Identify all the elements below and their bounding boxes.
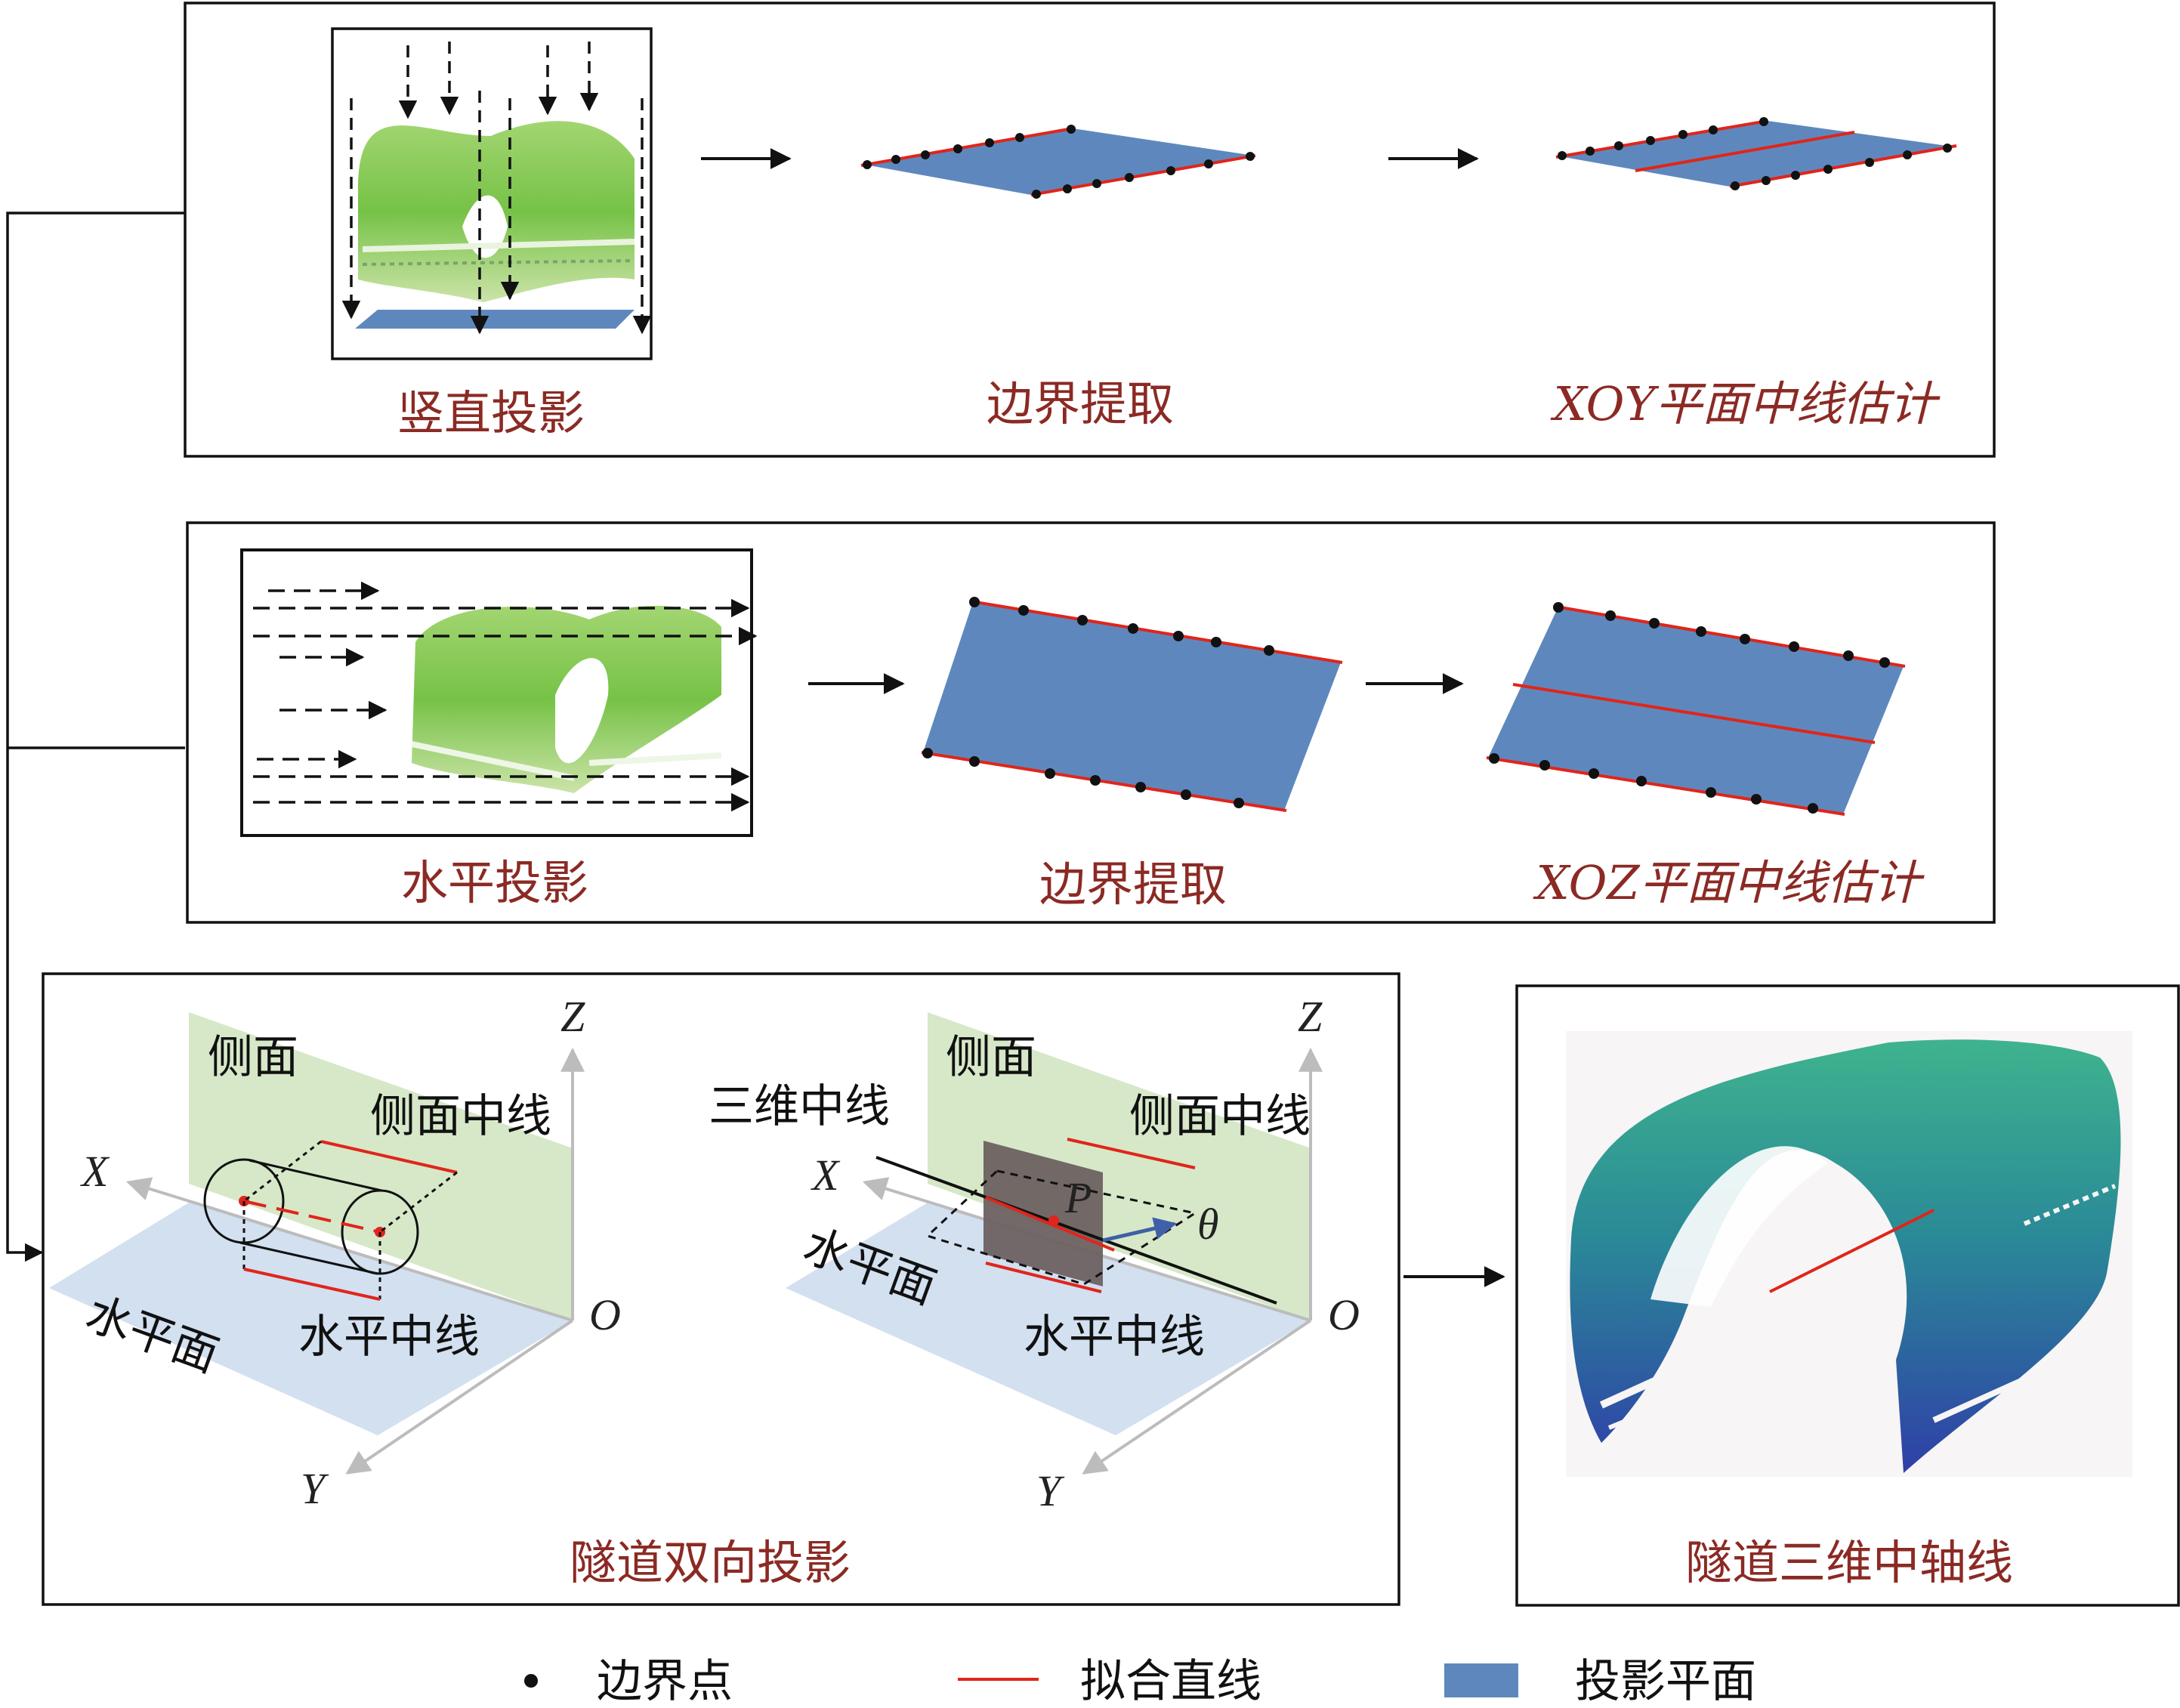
caption-xoy-centerline: XOY平面中线估计 xyxy=(1551,376,1941,431)
tunnel-cylinder xyxy=(203,1158,419,1275)
side-centerline-label: 侧面中线 xyxy=(370,1090,551,1143)
caption-tunnel-axis: 隧道三维中轴线 xyxy=(1685,1535,2013,1590)
theta-arrow xyxy=(1102,1217,1177,1243)
three-d-centerline xyxy=(875,1156,1277,1305)
caption-dual-projection: 隧道双向投影 xyxy=(570,1535,851,1590)
row1-vertical-projection: 竖直投影 边界提取 xyxy=(184,2,1996,458)
point-p-label: P xyxy=(1064,1173,1092,1222)
section-square xyxy=(983,1141,1103,1286)
origin-label: O xyxy=(1328,1290,1360,1339)
xoz-centerline-estimate xyxy=(1486,602,1906,816)
caption-boundary-extraction-1: 边界提取 xyxy=(987,376,1174,431)
axis-z-label: Z xyxy=(1298,992,1323,1041)
row3-dual-projection: Z X Y O 侧面 侧面中线 水平面 水平中线 xyxy=(42,972,1505,1606)
caption-vertical-projection: 竖直投影 xyxy=(397,385,585,440)
caption-xoz-centerline: XOZ平面中线估计 xyxy=(1533,855,1925,910)
xoy-centerline-estimate xyxy=(1555,117,1957,190)
axis-z-label: Z xyxy=(560,992,585,1041)
row2-horizontal-projection: 水平投影 边界提取 xyxy=(186,521,1996,924)
legend-fitted-line: 拟合直线 xyxy=(1080,1655,1261,1708)
legend-projection-plane: 投影平面 xyxy=(1575,1655,1756,1708)
three-d-centerline-label: 三维中线 xyxy=(709,1080,890,1133)
projection-plane xyxy=(355,310,635,329)
legend-boundary-point: 边界点 xyxy=(597,1655,733,1708)
horizontal-plane xyxy=(49,1203,573,1435)
projection-arrows xyxy=(341,42,652,335)
horizontal-centerline-label: 水平中线 xyxy=(298,1311,480,1364)
projection-arrows xyxy=(253,581,758,812)
dual-projection-left: Z X Y O 侧面 侧面中线 水平面 水平中线 xyxy=(49,992,621,1513)
result-tunnel-axis: 隧道三维中轴线 xyxy=(1515,984,2180,1607)
horizontal-plane xyxy=(786,1203,1311,1435)
side-plane xyxy=(189,1012,573,1320)
tunnel-pointcloud-result xyxy=(1570,1039,2121,1473)
axis-y-label: Y xyxy=(301,1464,329,1513)
side-centerline-label: 侧面中线 xyxy=(1129,1090,1311,1143)
origin-label: O xyxy=(589,1290,621,1339)
axis-x-label: X xyxy=(811,1151,841,1200)
caption-boundary-extraction-2: 边界提取 xyxy=(1039,857,1227,912)
caption-horizontal-projection: 水平投影 xyxy=(401,855,588,910)
legend-plane-symbol xyxy=(1444,1663,1518,1697)
flow-connector xyxy=(6,212,185,1262)
horizontal-centerline-label: 水平中线 xyxy=(1024,1311,1205,1364)
axis-y-label: Y xyxy=(1036,1466,1065,1515)
theta-label: θ xyxy=(1197,1200,1219,1249)
side-plane-label: 侧面 xyxy=(946,1031,1036,1084)
boundary-extraction-xoz xyxy=(921,597,1343,812)
tunnel-pointcloud-green xyxy=(411,605,722,793)
legend-point-symbol xyxy=(524,1674,538,1688)
side-plane-label: 侧面 xyxy=(208,1031,298,1084)
side-plane xyxy=(928,1012,1311,1320)
boundary-extraction-xoy xyxy=(860,125,1256,199)
dual-projection-right: Z X Y O θ P 三维中线 侧面 侧面中线 水平面 水平中线 xyxy=(709,992,1360,1515)
tunnel-3d-axis xyxy=(1769,1209,1935,1293)
axis-x-label: X xyxy=(80,1147,110,1196)
tunnel-pointcloud-green xyxy=(358,121,635,302)
legend: 边界点 拟合直线 投影平面 xyxy=(524,1655,1756,1708)
